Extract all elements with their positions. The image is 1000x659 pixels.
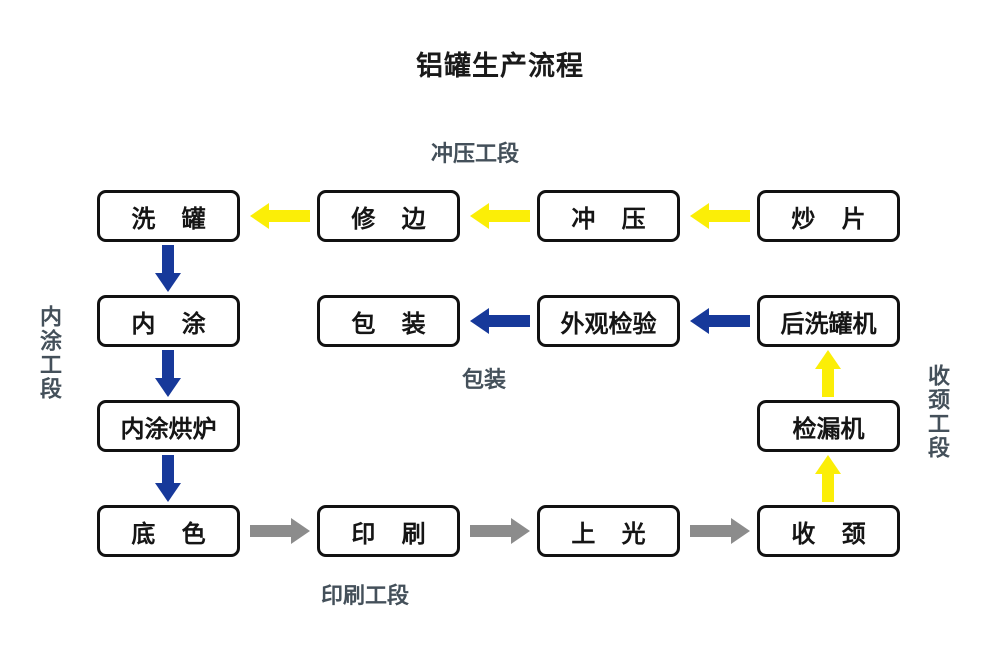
node-varnish[interactable]: 上 光 bbox=[537, 505, 680, 557]
arrow-inner-coat-to-oven bbox=[155, 350, 181, 397]
node-stamping[interactable]: 冲 压 bbox=[537, 190, 680, 242]
section-label-stamping: 冲压工段 bbox=[431, 142, 520, 167]
arrow-trim-to-wash-can bbox=[250, 203, 310, 229]
node-post-washer[interactable]: 后洗罐机 bbox=[757, 295, 900, 347]
node-necking[interactable]: 收 颈 bbox=[757, 505, 900, 557]
node-inner-coat[interactable]: 内 涂 bbox=[97, 295, 240, 347]
section-label-necking: 收颈工段 bbox=[924, 364, 949, 460]
node-inner-coat-oven[interactable]: 内涂烘炉 bbox=[97, 400, 240, 452]
node-packing[interactable]: 包 装 bbox=[317, 295, 460, 347]
node-cupping[interactable]: 炒 片 bbox=[757, 190, 900, 242]
arrow-leak-tester-to-post-washer bbox=[815, 350, 841, 397]
node-printing[interactable]: 印 刷 bbox=[317, 505, 460, 557]
arrow-printing-to-varnish bbox=[470, 518, 530, 544]
arrow-cupping-to-stamping bbox=[690, 203, 750, 229]
arrow-post-washer-to-inspection bbox=[690, 308, 750, 334]
arrow-necking-to-leak-tester bbox=[815, 455, 841, 502]
node-base-coat[interactable]: 底 色 bbox=[97, 505, 240, 557]
node-leak-tester[interactable]: 检漏机 bbox=[757, 400, 900, 452]
section-label-printing: 印刷工段 bbox=[321, 584, 410, 609]
arrow-inspection-to-packing bbox=[470, 308, 530, 334]
arrow-base-coat-to-printing bbox=[250, 518, 310, 544]
node-wash-can[interactable]: 洗 罐 bbox=[97, 190, 240, 242]
arrow-varnish-to-necking bbox=[690, 518, 750, 544]
node-visual-inspection[interactable]: 外观检验 bbox=[537, 295, 680, 347]
arrow-oven-to-base-coat bbox=[155, 455, 181, 502]
section-label-inner-coating: 内涂工段 bbox=[36, 305, 61, 401]
section-label-packing: 包装 bbox=[462, 368, 507, 393]
arrow-stamping-to-trim bbox=[470, 203, 530, 229]
arrow-wash-can-to-inner-coat bbox=[155, 245, 181, 292]
page-title: 铝罐生产流程 bbox=[416, 51, 584, 82]
node-trim[interactable]: 修 边 bbox=[317, 190, 460, 242]
